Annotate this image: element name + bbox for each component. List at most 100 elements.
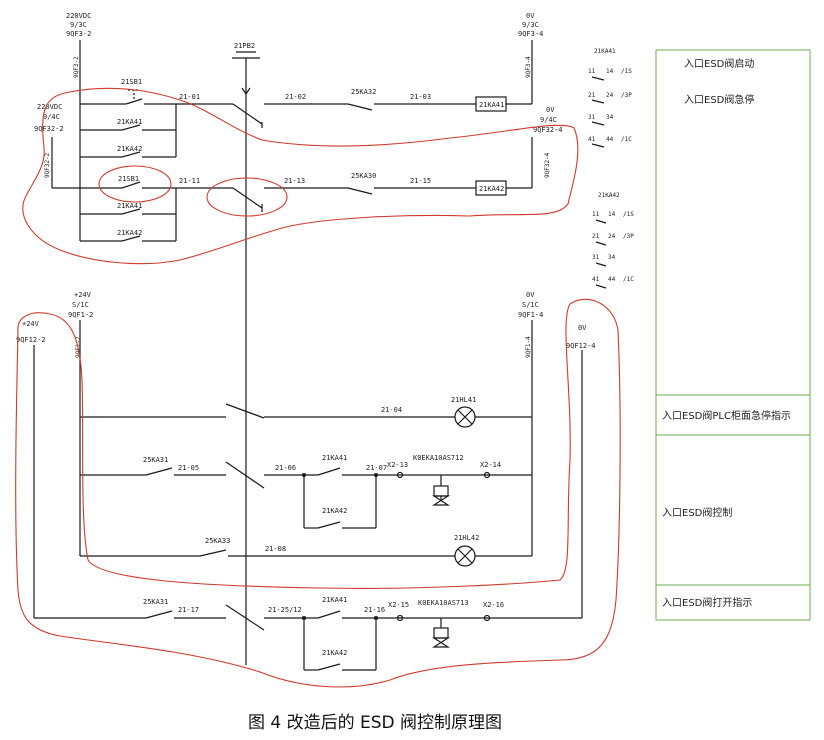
svg-text:0V: 0V: [546, 106, 555, 114]
label-25ka33: 25KA33: [205, 537, 230, 545]
svg-text:0V: 0V: [526, 291, 535, 299]
svg-text:11: 11: [592, 211, 600, 218]
supply-top-left: 220VDC 9/3C 9QF3-2 9QF3-2: [66, 12, 91, 78]
label-ka41-b: 21KA41: [117, 202, 142, 210]
svg-text:41: 41: [588, 136, 596, 143]
svg-text:S/1C: S/1C: [522, 301, 539, 309]
svg-text:44: 44: [608, 276, 616, 283]
svg-text:9QF3-4: 9QF3-4: [525, 56, 532, 78]
label-ka41-c: 21KA41: [322, 454, 347, 462]
svg-text:21-11: 21-11: [179, 177, 200, 185]
wiring: [33, 40, 583, 671]
svg-text:9QF3-4: 9QF3-4: [518, 30, 543, 38]
panel-row-open-indicator: 入口ESD阀打开指示: [662, 596, 752, 609]
svg-text:/1S: /1S: [621, 68, 632, 75]
supply-low-left: +24V S/1C 9QF1-2 9QF1-2: [68, 291, 93, 358]
contact-table-ka42: 21KA42 11 14 /1S 21 24 /3P 31 34 41 44 /…: [592, 192, 634, 289]
svg-text:21: 21: [588, 92, 596, 99]
supply-top-right: 0V 9/3C 9QF3-4 9QF3-4: [518, 12, 543, 78]
svg-text:9QF32-4: 9QF32-4: [544, 152, 551, 178]
svg-text:21-04: 21-04: [381, 406, 402, 414]
svg-text:21-03: 21-03: [410, 93, 431, 101]
svg-text:44: 44: [606, 136, 614, 143]
supply-ext-right: 0V 9QF12-4: [566, 324, 596, 350]
svg-text:+24V: +24V: [22, 320, 40, 328]
label-valve-1: K0EKA10AS712: [413, 454, 464, 462]
label-21hl42: 21HL42: [454, 534, 479, 542]
svg-text:/3P: /3P: [621, 92, 632, 99]
panel-row-start: 入口ESD阀启动: [684, 57, 754, 70]
panel-row-estop: 入口ESD阀急停: [684, 93, 754, 106]
svg-text:S/1C: S/1C: [72, 301, 89, 309]
svg-text:X2-14: X2-14: [480, 461, 501, 469]
description-panel: 入口ESD阀启动 入口ESD阀急停 入口ESD阀PLC柜面急停指示 入口ESD阀…: [655, 49, 811, 621]
svg-text:X2-13: X2-13: [387, 461, 408, 469]
svg-text:X2-16: X2-16: [483, 601, 504, 609]
svg-text:+24V: +24V: [74, 291, 92, 299]
svg-text:9QF1-4: 9QF1-4: [525, 336, 532, 358]
supply-ext-left: +24V 9QF12-2: [16, 320, 46, 344]
wire-labels: 21-01 21-02 21-03 21-11 21-13 21-15 21-0…: [178, 93, 504, 614]
svg-text:14: 14: [608, 211, 616, 218]
svg-text:9/4C: 9/4C: [540, 116, 557, 124]
svg-text:21-01: 21-01: [179, 93, 200, 101]
label-21hl41: 21HL41: [451, 396, 476, 404]
svg-text:34: 34: [608, 254, 616, 261]
svg-text:9QF32-4: 9QF32-4: [533, 126, 563, 134]
svg-text:0V: 0V: [526, 12, 535, 20]
label-coil-ka42: 21KA42: [479, 185, 504, 193]
svg-text:24: 24: [606, 92, 614, 99]
device-labels: 21PB2 21SB1 21KA41 21KA42 25KA32 21KA41 …: [117, 42, 504, 657]
label-25ka31-a: 25KA31: [143, 456, 168, 464]
label-ka42-b: 21KA42: [117, 229, 142, 237]
label-valve-2: K0EKA10AS713: [418, 599, 469, 607]
label-ka41-d: 21KA41: [322, 596, 347, 604]
contact-table-title: 21KA42: [598, 192, 620, 199]
label-21pb2: 21PB2: [234, 42, 255, 50]
svg-text:24: 24: [608, 233, 616, 240]
svg-text:220VDC: 220VDC: [66, 12, 91, 20]
svg-text:34: 34: [606, 114, 614, 121]
label-25ka32: 25KA32: [351, 88, 376, 96]
svg-text:9QF32-2: 9QF32-2: [34, 125, 64, 133]
svg-text:/1C: /1C: [621, 136, 632, 143]
svg-text:9QF32-2: 9QF32-2: [44, 152, 51, 178]
svg-text:220VDC: 220VDC: [37, 103, 62, 111]
svg-text:21-13: 21-13: [284, 177, 305, 185]
svg-text:/3P: /3P: [623, 233, 634, 240]
svg-text:9/3C: 9/3C: [70, 21, 87, 29]
svg-text:21-06: 21-06: [275, 464, 296, 472]
label-21sb1: 21SB1: [121, 78, 142, 86]
contact-table-ka41: 21KA41 11 14 /1S 21 24 /3P 31 34 41 44 /…: [588, 48, 632, 148]
svg-text:21-05: 21-05: [178, 464, 199, 472]
label-25ka30: 25KA30: [351, 172, 376, 180]
supply-low-right: 0V S/1C 9QF1-4 9QF1-4: [518, 291, 543, 358]
svg-text:9QF3-2: 9QF3-2: [73, 56, 80, 78]
svg-text:9QF1-2: 9QF1-2: [68, 311, 93, 319]
svg-text:9/4C: 9/4C: [43, 113, 60, 121]
svg-text:21-02: 21-02: [285, 93, 306, 101]
label-21sb1-b: 21SB1: [118, 175, 139, 183]
supply-mid-left: 220VDC 9/4C 9QF32-2 9QF32-2: [34, 103, 64, 178]
svg-text:11: 11: [588, 68, 596, 75]
svg-text:21-15: 21-15: [410, 177, 431, 185]
svg-text:9/3C: 9/3C: [522, 21, 539, 29]
contact-table-title: 21KA41: [594, 48, 616, 55]
supply-mid-right: 0V 9/4C 9QF32-4 9QF32-4: [533, 106, 563, 178]
label-coil-ka41: 21KA41: [479, 101, 504, 109]
svg-text:21-25/12: 21-25/12: [268, 606, 302, 614]
svg-text:31: 31: [592, 254, 600, 261]
svg-text:21-08: 21-08: [265, 545, 286, 553]
panel-row-control: 入口ESD阀控制: [662, 506, 732, 519]
svg-text:9QF1-2: 9QF1-2: [75, 336, 82, 358]
svg-text:21-17: 21-17: [178, 606, 199, 614]
svg-text:41: 41: [592, 276, 600, 283]
svg-text:X2-15: X2-15: [388, 601, 409, 609]
svg-text:9QF1-4: 9QF1-4: [518, 311, 543, 319]
svg-text:14: 14: [606, 68, 614, 75]
label-ka42-a: 21KA42: [117, 145, 142, 153]
svg-text:21-07: 21-07: [366, 464, 387, 472]
svg-text:9QF3-2: 9QF3-2: [66, 30, 91, 38]
svg-text:21: 21: [592, 233, 600, 240]
